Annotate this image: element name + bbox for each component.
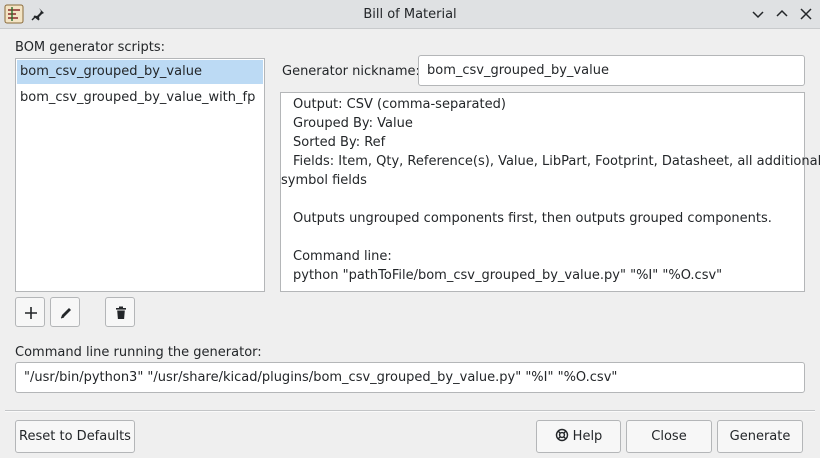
- window-title: Bill of Material: [363, 7, 457, 22]
- delete-icon: [116, 306, 126, 319]
- delete-script-button[interactable]: [105, 297, 135, 327]
- scripts-label: BOM generator scripts:: [15, 40, 165, 55]
- edit-icon: [60, 308, 71, 319]
- pin-icon[interactable]: [30, 6, 46, 22]
- help-label: Help: [572, 429, 603, 444]
- help-button[interactable]: Help: [536, 420, 621, 453]
- kicad-bom-icon: [4, 4, 24, 24]
- close-label: Close: [651, 429, 687, 444]
- minimize-icon[interactable]: [751, 7, 765, 21]
- maximize-icon[interactable]: [775, 7, 789, 21]
- list-item[interactable]: bom_csv_grouped_by_value_with_fp: [17, 86, 263, 110]
- info-description: Outputs ungrouped components first, then…: [293, 211, 772, 226]
- info-grouped: Grouped By: Value: [293, 116, 413, 131]
- info-fields: Fields: Item, Qty, Reference(s), Value, …: [293, 154, 820, 169]
- command-label: Command line running the generator:: [15, 345, 262, 360]
- generate-button[interactable]: Generate: [717, 420, 803, 453]
- add-script-button[interactable]: [15, 297, 45, 327]
- edit-script-button[interactable]: [50, 297, 80, 327]
- info-output: Output: CSV (comma-separated): [293, 97, 506, 112]
- nickname-label: Generator nickname:: [282, 64, 420, 79]
- command-input[interactable]: "/usr/bin/python3" "/usr/share/kicad/plu…: [15, 362, 805, 393]
- info-sorted: Sorted By: Ref: [293, 135, 386, 150]
- info-cmd-label: Command line:: [293, 249, 392, 264]
- reset-to-defaults-button[interactable]: Reset to Defaults: [15, 420, 135, 453]
- info-cmd: python "pathToFile/bom_csv_grouped_by_va…: [293, 268, 723, 283]
- lifebuoy-icon: [555, 428, 568, 442]
- scripts-list[interactable]: bom_csv_grouped_by_value bom_csv_grouped…: [15, 58, 265, 292]
- separator: [5, 410, 815, 412]
- add-icon: [25, 307, 37, 319]
- close-icon[interactable]: [799, 7, 813, 21]
- close-button[interactable]: Close: [626, 420, 712, 453]
- script-info-text[interactable]: Output: CSV (comma-separated) Grouped By…: [280, 92, 820, 292]
- list-item-label: bom_csv_grouped_by_value: [20, 64, 202, 79]
- nickname-input[interactable]: bom_csv_grouped_by_value: [418, 55, 805, 86]
- list-item-label: bom_csv_grouped_by_value_with_fp: [20, 90, 256, 105]
- info-fields-wrap: symbol fields: [281, 173, 367, 188]
- list-item[interactable]: bom_csv_grouped_by_value: [17, 60, 263, 84]
- title-bar: Bill of Material: [0, 0, 820, 29]
- generate-label: Generate: [729, 429, 791, 444]
- reset-label: Reset to Defaults: [19, 429, 131, 444]
